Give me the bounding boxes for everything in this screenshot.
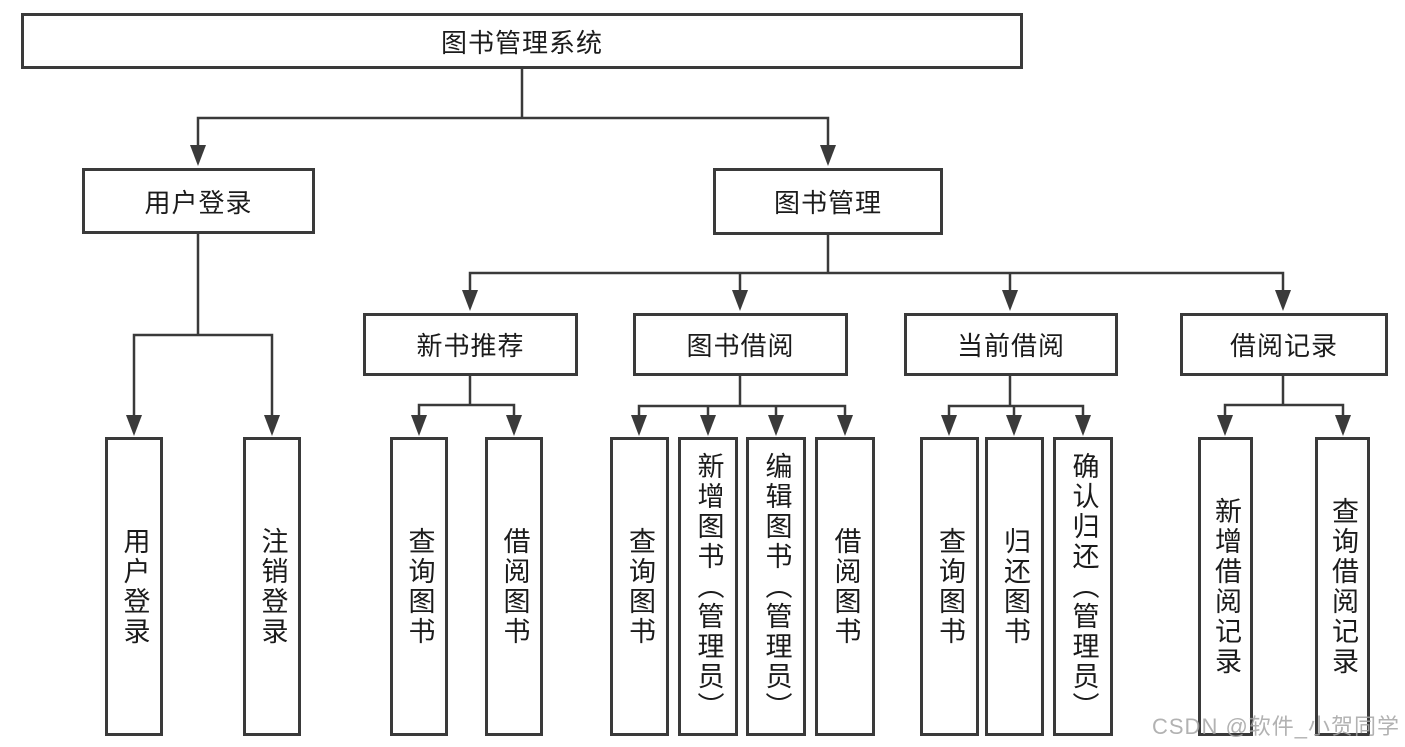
leaf-cb-confirm-return: 确认归还（管理员）: [1053, 437, 1113, 736]
leaf-nb-borrow-books: 借阅图书: [485, 437, 543, 736]
arrowhead: [837, 415, 853, 436]
connector-book-management-children: [462, 235, 1291, 311]
node-borrowing-records: 借阅记录: [1180, 313, 1388, 376]
arrowhead: [631, 415, 647, 436]
leaf-bb-borrow-books-label: 借阅图书: [830, 526, 861, 647]
node-new-book-recommend-label: 新书推荐: [416, 331, 525, 361]
leaf-user-login: 用户登录: [105, 437, 163, 736]
arrowhead: [768, 415, 784, 436]
arrowhead: [462, 290, 478, 311]
leaf-br-add-record-label: 新增借阅记录: [1211, 496, 1241, 677]
node-book-borrowing: 图书借阅: [633, 313, 848, 376]
connector-line: [417, 403, 516, 420]
node-root: 图书管理系统: [21, 13, 1023, 69]
node-book-management: 图书管理: [713, 168, 943, 235]
leaf-nb-query-books: 查询图书: [390, 437, 448, 736]
connector-user-login-children: [126, 233, 280, 436]
node-new-book-recommend: 新书推荐: [363, 313, 578, 376]
leaf-br-query-record-label: 查询借阅记录: [1328, 496, 1358, 677]
connector-book-borrowing-children: [631, 376, 853, 436]
leaf-br-add-record: 新增借阅记录: [1198, 437, 1253, 736]
leaf-bb-edit-books: 编辑图书（管理员）: [746, 437, 806, 736]
node-current-borrowing-label: 当前借阅: [956, 331, 1065, 361]
arrowhead: [1335, 415, 1351, 436]
csdn-watermark: CSDN @软件_小贺同学: [1152, 714, 1401, 739]
leaf-logout: 注销登录: [243, 437, 301, 736]
connector-line: [637, 404, 847, 420]
connector-line: [468, 271, 1285, 294]
arrowhead: [190, 145, 206, 166]
arrowhead: [506, 415, 522, 436]
leaf-cb-query-books: 查询图书: [920, 437, 979, 736]
arrowhead: [411, 415, 427, 436]
leaf-nb-borrow-books-label: 借阅图书: [499, 526, 530, 647]
leaf-cb-query-books-label: 查询图书: [935, 526, 965, 647]
leaf-bb-add-books-label: 新增图书（管理员）: [693, 451, 724, 722]
connector-current-borrowing-children: [941, 376, 1091, 436]
arrowhead: [820, 145, 836, 166]
leaf-cb-return-books: 归还图书: [985, 437, 1044, 736]
node-book-borrowing-label: 图书借阅: [686, 331, 795, 361]
arrowhead: [264, 415, 280, 436]
arrowhead: [1217, 415, 1233, 436]
leaf-bb-query-books-label: 查询图书: [625, 526, 655, 647]
leaf-user-login-label: 用户登录: [119, 526, 150, 647]
leaf-cb-confirm-return-label: 确认归还（管理员）: [1068, 451, 1099, 722]
leaf-bb-add-books: 新增图书（管理员）: [678, 437, 738, 736]
node-book-management-label: 图书管理: [773, 188, 882, 218]
connector-root-to-level2: [190, 69, 836, 166]
connector-new-book-recommend-children: [411, 376, 522, 436]
leaf-br-query-record: 查询借阅记录: [1315, 437, 1370, 736]
arrowhead: [1075, 415, 1091, 436]
leaf-bb-edit-books-label: 编辑图书（管理员）: [761, 451, 792, 722]
arrowhead: [700, 415, 716, 436]
leaf-nb-query-books-label: 查询图书: [404, 526, 435, 647]
node-current-borrowing: 当前借阅: [904, 313, 1118, 376]
connector-line: [947, 404, 1085, 420]
leaf-bb-borrow-books: 借阅图书: [815, 437, 875, 736]
node-root-label: 图书管理系统: [440, 27, 603, 58]
connector-borrowing-records-children: [1217, 376, 1351, 436]
node-borrowing-records-label: 借阅记录: [1229, 331, 1338, 361]
leaf-bb-query-books: 查询图书: [610, 437, 669, 736]
arrowhead: [126, 415, 142, 436]
connector-line: [132, 333, 274, 420]
arrowhead: [941, 415, 957, 436]
node-user-login-label: 用户登录: [144, 187, 253, 218]
node-user-login: 用户登录: [82, 168, 315, 234]
arrowhead: [1006, 415, 1022, 436]
connector-line: [196, 116, 830, 148]
arrowhead: [1002, 290, 1018, 311]
leaf-cb-return-books-label: 归还图书: [1000, 526, 1030, 647]
connector-line: [1223, 403, 1345, 420]
arrowhead: [732, 290, 748, 311]
leaf-logout-label: 注销登录: [257, 526, 288, 647]
arrowhead: [1275, 290, 1291, 311]
